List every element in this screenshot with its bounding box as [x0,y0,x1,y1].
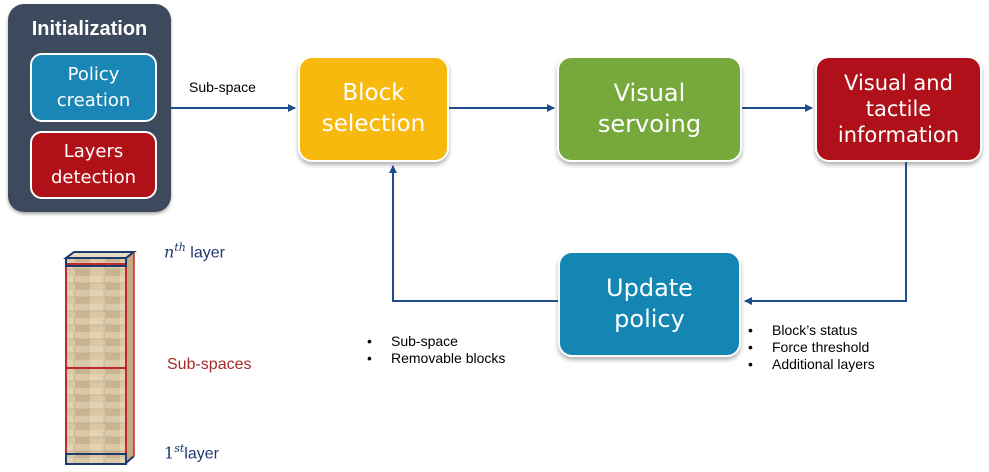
block-selection-label: Block selection [321,80,426,137]
arrow-information-to-update [744,162,907,305]
initialization-title: Initialization [31,18,148,40]
visual-tactile-information-box: Visual and tactile information [815,56,982,162]
update-policy-box: Update policy [558,251,741,357]
list-item: Removable blocks [365,350,505,367]
bottom-layer-word: layer [184,445,219,463]
top-layer-label: nth layer [164,241,225,262]
bottom-layer-number: 1 [164,443,175,463]
list-item: Force threshold [746,339,875,356]
bottom-layer-label: 1stlayer [164,442,219,463]
sub-space-arrow-label: Sub-space [189,79,256,95]
update-output-list: Sub-space Removable blocks [365,333,505,367]
top-layer-word: layer [185,244,225,262]
arrow-update-to-selection [389,165,558,302]
list-item: Additional layers [746,356,875,373]
information-output-list: Block’s status Force threshold Additiona… [746,322,875,373]
jenga-tower-image [63,251,137,465]
visual-servoing-box: Visual servoing [557,56,742,162]
update-policy-label: Update policy [606,274,693,333]
top-layer-variable: n [164,242,175,262]
layers-detection-box: Layers detection [30,131,157,199]
layers-detection-label: Layers detection [50,141,136,188]
visual-servoing-label: Visual servoing [597,79,702,138]
bottom-layer-superscript: st [174,442,185,455]
block-selection-box: Block selection [298,56,449,162]
policy-creation-box: Policy creation [30,53,157,122]
sub-spaces-label: Sub-spaces [167,356,252,373]
top-layer-superscript: th [174,241,186,254]
list-item: Block’s status [746,322,875,339]
visual-tactile-information-label: Visual and tactile information [837,71,960,147]
list-item: Sub-space [365,333,505,350]
policy-creation-label: Policy creation [56,63,131,111]
